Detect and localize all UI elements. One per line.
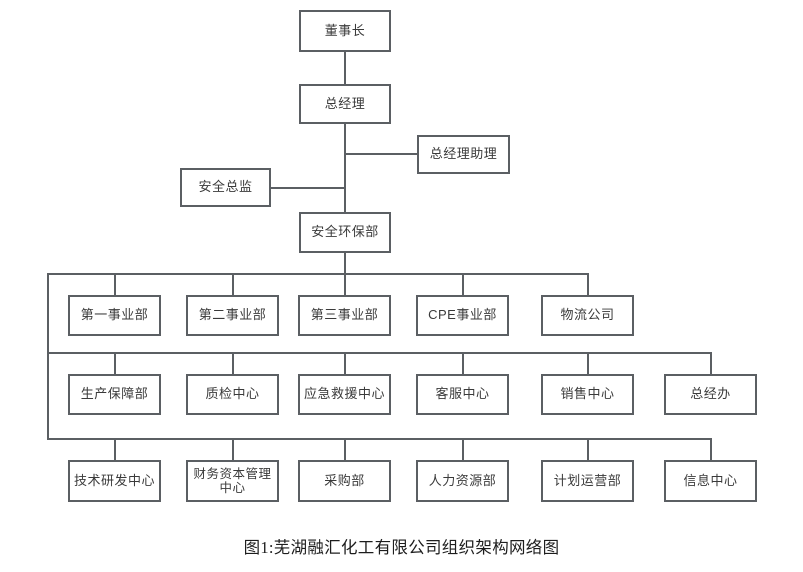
node-div-1[interactable]: 第一事业部 xyxy=(68,295,161,336)
node-rnd-center-label: 技术研发中心 xyxy=(73,472,155,488)
drop-rnd-center xyxy=(114,438,116,460)
bus-row2 xyxy=(47,352,711,354)
drop-div-1 xyxy=(114,273,116,295)
node-gm-assistant[interactable]: 总经理助理 xyxy=(417,135,510,174)
node-div-3-label: 第三事业部 xyxy=(310,307,379,323)
node-general-manager-label: 总经理 xyxy=(324,95,366,111)
node-information-center[interactable]: 信息中心 xyxy=(664,460,757,502)
bus-row1 xyxy=(47,273,588,275)
node-customer-service-center[interactable]: 客服中心 xyxy=(416,374,509,415)
node-div-1-label: 第一事业部 xyxy=(80,307,149,323)
node-logistics-company[interactable]: 物流公司 xyxy=(541,295,634,336)
node-customer-service-center-label: 客服中心 xyxy=(435,386,490,402)
left-spine-row1-to-row2 xyxy=(47,273,49,352)
bus-row3 xyxy=(47,438,711,440)
drop-div-cpe xyxy=(462,273,464,295)
drop-quality-inspection-center xyxy=(232,352,234,374)
node-planning-operations-dept-label: 计划运营部 xyxy=(553,472,622,488)
node-div-2[interactable]: 第二事业部 xyxy=(186,295,279,336)
node-chairman-label: 董事长 xyxy=(324,22,366,38)
node-gm-assistant-label: 总经理助理 xyxy=(429,146,498,162)
connector-gm-to-safety-director xyxy=(271,187,345,189)
node-emergency-rescue-center-label: 应急救援中心 xyxy=(303,386,385,402)
node-production-support[interactable]: 生产保障部 xyxy=(68,374,161,415)
node-sales-center-label: 销售中心 xyxy=(560,386,615,402)
node-chairman[interactable]: 董事长 xyxy=(299,10,391,52)
connector-chairman-to-gm xyxy=(344,52,346,84)
node-safety-env-dept[interactable]: 安全环保部 xyxy=(299,212,391,253)
node-quality-inspection-center-label: 质检中心 xyxy=(205,386,260,402)
node-finance-capital-mgmt-center-label: 财务资本管理中心 xyxy=(193,466,272,495)
drop-information-center xyxy=(710,438,712,460)
node-div-cpe-label: CPE事业部 xyxy=(428,307,497,323)
drop-emergency-rescue-center xyxy=(344,352,346,374)
node-div-3[interactable]: 第三事业部 xyxy=(298,295,391,336)
figure-caption: 图1:芜湖融汇化工有限公司组织架构网络图 xyxy=(243,538,560,557)
node-finance-capital-mgmt-center[interactable]: 财务资本管理中心 xyxy=(186,460,279,502)
node-emergency-rescue-center[interactable]: 应急救援中心 xyxy=(298,374,391,415)
drop-finance-capital-mgmt-center xyxy=(232,438,234,460)
node-general-manager[interactable]: 总经理 xyxy=(299,84,391,124)
node-production-support-label: 生产保障部 xyxy=(80,386,149,402)
node-gm-office[interactable]: 总经办 xyxy=(664,374,757,415)
node-quality-inspection-center[interactable]: 质检中心 xyxy=(186,374,279,415)
left-spine-row2-to-row3 xyxy=(47,352,49,438)
drop-hr-dept xyxy=(462,438,464,460)
node-hr-dept-label: 人力资源部 xyxy=(428,472,497,488)
drop-purchasing-dept xyxy=(344,438,346,460)
drop-planning-operations-dept xyxy=(587,438,589,460)
node-planning-operations-dept[interactable]: 计划运营部 xyxy=(541,460,634,502)
node-rnd-center[interactable]: 技术研发中心 xyxy=(68,460,161,502)
node-logistics-company-label: 物流公司 xyxy=(560,307,615,323)
node-safety-director[interactable]: 安全总监 xyxy=(180,168,271,207)
node-div-2-label: 第二事业部 xyxy=(198,307,267,323)
node-sales-center[interactable]: 销售中心 xyxy=(541,374,634,415)
drop-production-support xyxy=(114,352,116,374)
node-div-cpe[interactable]: CPE事业部 xyxy=(416,295,509,336)
node-gm-office-label: 总经办 xyxy=(690,386,731,402)
drop-div-2 xyxy=(232,273,234,295)
node-information-center-label: 信息中心 xyxy=(683,472,738,488)
node-purchasing-dept[interactable]: 采购部 xyxy=(298,460,391,502)
drop-gm-office xyxy=(710,352,712,374)
drop-customer-service-center xyxy=(462,352,464,374)
connector-gm-trunk xyxy=(344,124,346,212)
connector-gm-to-assistant xyxy=(344,153,417,155)
drop-logistics-company xyxy=(587,273,589,295)
node-purchasing-dept-label: 采购部 xyxy=(324,472,365,488)
drop-sales-center xyxy=(587,352,589,374)
node-safety-env-dept-label: 安全环保部 xyxy=(311,224,379,240)
drop-div-3 xyxy=(344,253,346,295)
node-safety-director-label: 安全总监 xyxy=(198,179,253,195)
node-hr-dept[interactable]: 人力资源部 xyxy=(416,460,509,502)
